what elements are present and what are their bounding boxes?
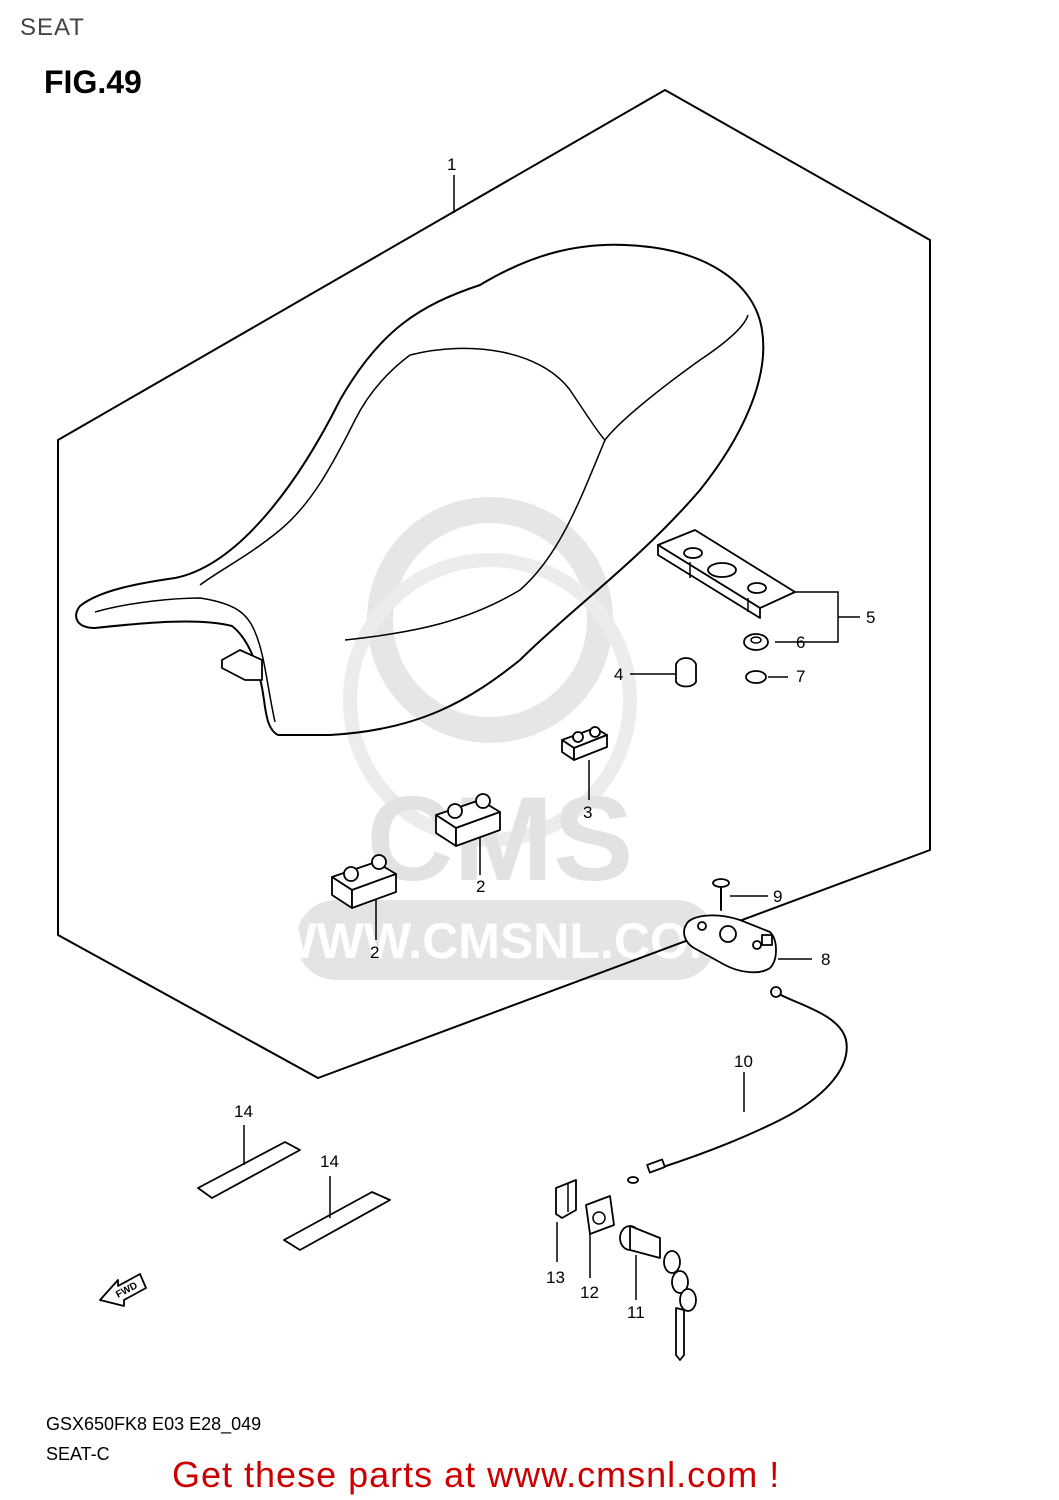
block-part-2-upper	[435, 793, 501, 847]
callout-8: 8	[821, 950, 830, 969]
figure-number: FIG.49	[44, 64, 142, 100]
callout-6: 6	[796, 633, 805, 652]
callout-2-upper: 2	[476, 877, 485, 896]
callout-4: 4	[614, 665, 623, 684]
sub-code: SEAT-C	[46, 1444, 110, 1464]
seat-lock-plate	[657, 529, 796, 619]
block-part-2-lower	[331, 854, 397, 909]
holder-part-12	[585, 1195, 615, 1235]
callout-14-lower: 14	[320, 1152, 339, 1171]
callout-12: 12	[580, 1283, 599, 1302]
callout-3: 3	[583, 803, 592, 822]
nut-part-7	[745, 670, 767, 684]
seat-lock-cable	[627, 986, 848, 1184]
screw-part-9	[712, 878, 730, 911]
watermark-brand: CMS	[367, 772, 634, 906]
callout-13: 13	[546, 1268, 565, 1287]
watermark-logo: CMS WWW.CMSNL.COM	[269, 497, 731, 980]
bracket-part-13	[555, 1179, 577, 1219]
callout-5: 5	[866, 608, 875, 627]
callout-2-lower: 2	[370, 943, 379, 962]
seat-lock-assembly	[683, 914, 777, 974]
callout-11: 11	[627, 1303, 645, 1322]
callout-7: 7	[796, 667, 805, 686]
block-part-3	[561, 726, 608, 761]
model-code: GSX650FK8 E03 E28_049	[46, 1414, 262, 1434]
forward-arrow-icon: FWD	[99, 1273, 147, 1307]
callout-14-upper: 14	[234, 1102, 253, 1121]
nut-part-6	[743, 633, 769, 651]
callout-10: 10	[734, 1052, 753, 1071]
watermark-url: WWW.CMSNL.COM	[269, 913, 730, 969]
strip-part-14-upper	[197, 1141, 301, 1199]
seat-assembly-outline	[57, 89, 931, 1079]
seat	[75, 243, 765, 736]
parts-link[interactable]: Get these parts at www.cmsnl.com !	[172, 1454, 781, 1495]
cushion-part-4	[675, 657, 697, 688]
callout-1: 1	[447, 155, 456, 174]
strip-part-14-lower	[283, 1191, 391, 1251]
section-title: SEAT	[20, 14, 85, 41]
callout-9: 9	[773, 887, 782, 906]
key-lock-part-11	[619, 1225, 697, 1361]
